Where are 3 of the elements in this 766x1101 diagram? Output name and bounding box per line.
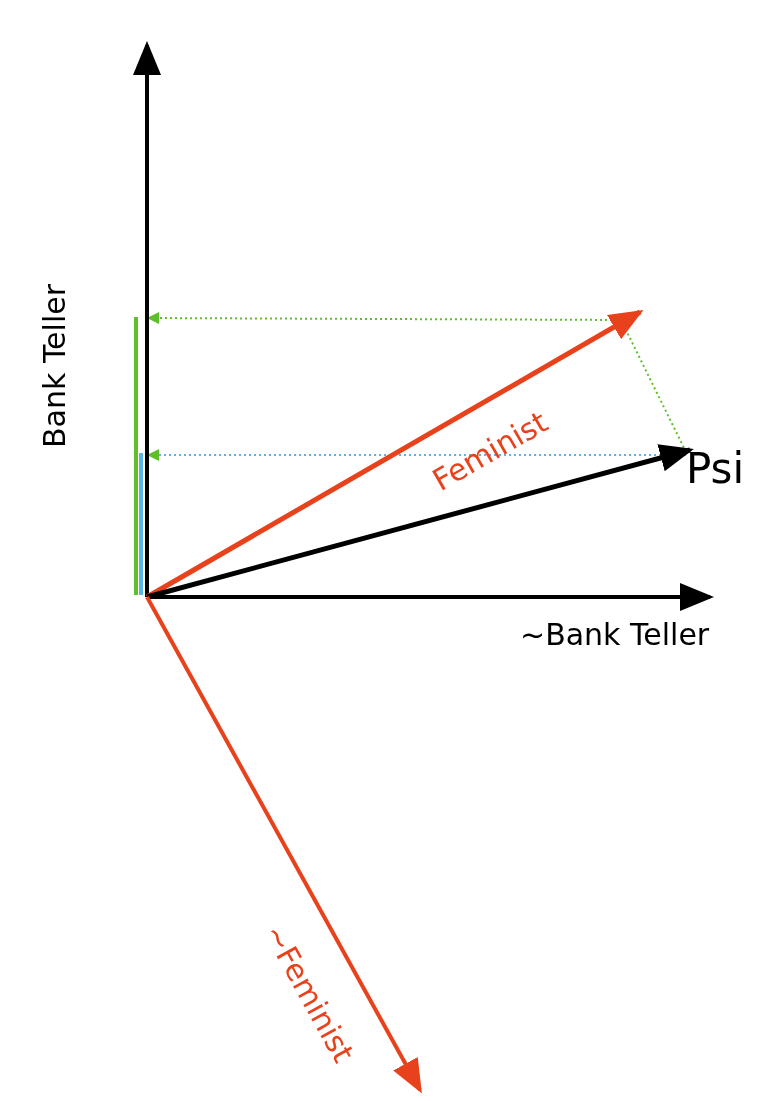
axis-label: ~Bank Teller [520,620,710,650]
axis-label: Bank Teller [40,283,70,448]
vector-label: Psi [686,448,745,490]
